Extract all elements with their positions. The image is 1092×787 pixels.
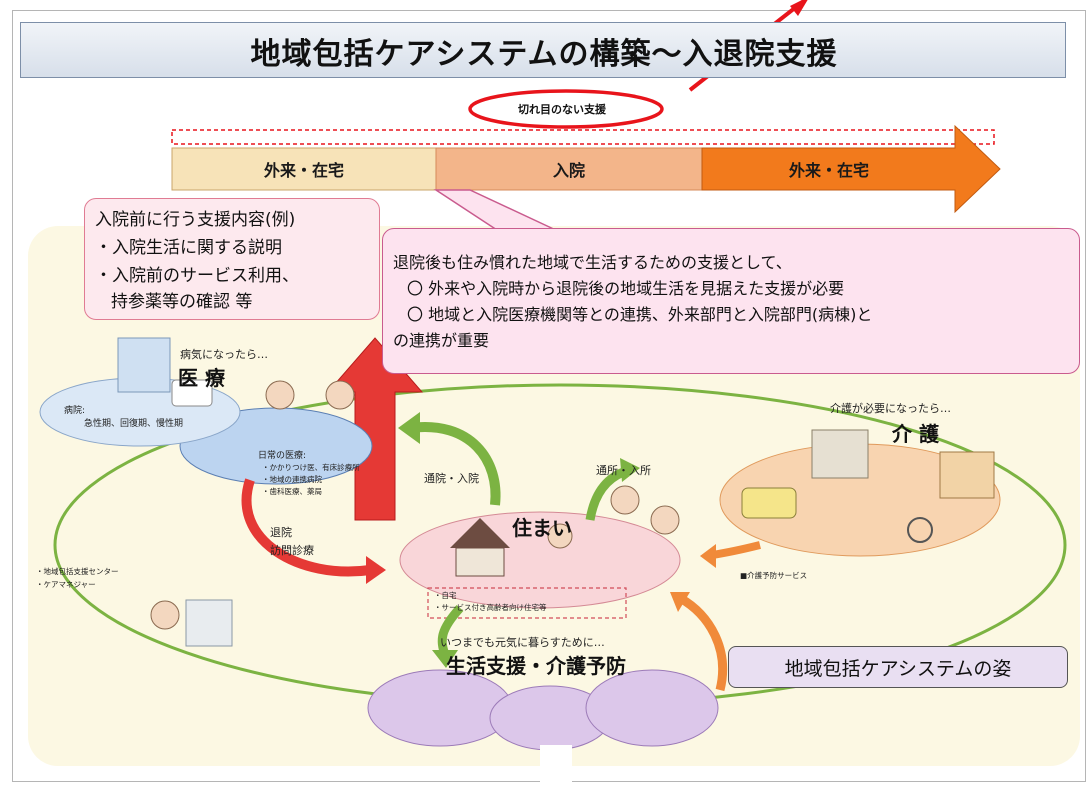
callout-pointer — [433, 189, 561, 233]
red-annotation-ellipse — [468, 89, 664, 129]
discharge-label: 退院 — [270, 526, 292, 539]
elderly-man-icon — [610, 485, 640, 515]
prevention-ellipse-3 — [585, 669, 719, 747]
nurse-icon — [325, 380, 355, 410]
phase-outpatient-bg — [171, 147, 437, 191]
orange-arrow-prevention-head — [670, 592, 690, 612]
medical-heading: 医 療 — [178, 366, 225, 390]
red-arrow-discharge-head — [366, 556, 386, 584]
care-heading: 介 護 — [892, 422, 939, 446]
pre-admission-line: ・入院前のサービス利用、 — [95, 266, 299, 286]
hospital-types: 急性期、回復期、慢性期 — [84, 419, 184, 429]
house-icon — [455, 547, 505, 577]
support-center-item: ・地域包括支援センター — [36, 567, 119, 576]
house-roof-icon — [450, 518, 510, 548]
pre-admission-line: ・入院生活に関する説明 — [95, 238, 282, 258]
wheelchair-icon — [907, 517, 933, 543]
phase-inpatient-bg — [435, 147, 703, 191]
red-arrow-discharge — [241, 478, 371, 577]
seamless-support-label: 切れ目のない支援 — [518, 103, 606, 116]
phase-inpatient-label: 入院 — [552, 161, 585, 180]
ambulance-icon — [171, 379, 213, 407]
system-label: 地域包括ケアシステムの姿 — [728, 646, 1068, 688]
doctor-icon — [265, 380, 295, 410]
post-discharge-box: 退院後も住み慣れた地域で生活するための支援として、 〇 外来や入院時から退院後の… — [382, 228, 1080, 374]
residence-dashed-box — [427, 587, 627, 619]
phase-after-arrow — [701, 124, 1001, 214]
prevention-heading: 生活支援・介護予防 — [446, 654, 626, 678]
daily-medical-item: ・かかりつけ医、有床診療所 — [262, 463, 360, 472]
daily-medical-item: ・歯科医療、薬局 — [262, 487, 322, 496]
support-center-item: ・ケアマネジャー — [36, 580, 96, 589]
orange-arrow-care-head — [700, 544, 716, 568]
residence-item: ・自宅 — [434, 591, 457, 600]
care-heading-small: 介護が必要になったら… — [830, 402, 951, 415]
phase-outpatient-label: 外来・在宅 — [263, 161, 344, 180]
daily-medical-title: 日常の医療: — [258, 451, 307, 461]
white-patch — [540, 745, 572, 785]
daily-medical-item: ・地域の連携病院 — [262, 475, 322, 484]
care-vehicle-icon — [741, 487, 797, 519]
title-bar: 地域包括ケアシステムの構築～入退院支援 — [20, 22, 1066, 78]
care-manager-icon — [150, 600, 180, 630]
red-annotation-head — [790, 0, 808, 16]
care-home-icon — [939, 451, 995, 499]
seamless-bracket — [171, 129, 995, 145]
page-title: 地域包括ケアシステムの構築～入退院支援 — [250, 37, 838, 72]
post-discharge-line: の連携が重要 — [393, 331, 490, 350]
residence-heading: 住まい — [512, 516, 572, 540]
pre-admission-box: 入院前に行う支援内容(例) ・入院生活に関する説明 ・入院前のサービス利用、 持… — [84, 198, 380, 320]
pre-admission-line: 持参薬等の確認 等 — [111, 292, 253, 312]
orange-arrow-prevention — [677, 594, 728, 692]
prevention-ellipse-1 — [367, 669, 513, 747]
green-arrow-to-prevention-head — [432, 650, 458, 668]
family-icon — [547, 523, 573, 549]
phase-outpatient-after-label: 外来・在宅 — [788, 161, 869, 180]
post-discharge-line: 〇 地域と入院医療機関等との連携、外来部門と入院部門(病棟)と — [407, 305, 873, 324]
care-facility-icon — [811, 429, 869, 479]
hospital-building-icon — [117, 337, 171, 393]
prevention-service-label: ■介護予防サービス — [740, 571, 808, 580]
post-discharge-line: 退院後も住み慣れた地域で生活するための支援として、 — [393, 253, 792, 272]
home-visit-label: 訪問診療 — [270, 544, 314, 557]
hospital-label: 病院: — [64, 406, 86, 416]
to-hospital-label: 通院・入院 — [424, 472, 479, 485]
post-discharge-line: 〇 外来や入院時から退院後の地域生活を見据えた支援が必要 — [407, 279, 845, 298]
medical-heading-small: 病気になったら… — [180, 348, 268, 361]
green-arrow-to-hospital — [409, 421, 501, 506]
residence-item: ・サービス付き高齢者向け住宅等 — [434, 603, 547, 612]
elderly-man-2-icon — [650, 505, 680, 535]
support-center-building-icon — [185, 599, 233, 647]
green-arrow-to-hospital-head — [398, 412, 420, 444]
green-arrow-to-facility-head — [620, 458, 640, 482]
pre-admission-line: 入院前に行う支援内容(例) — [95, 210, 296, 230]
to-facility-label: 通所・入所 — [596, 464, 651, 477]
prevention-heading-small: いつまでも元気に暮らすために… — [440, 636, 605, 649]
